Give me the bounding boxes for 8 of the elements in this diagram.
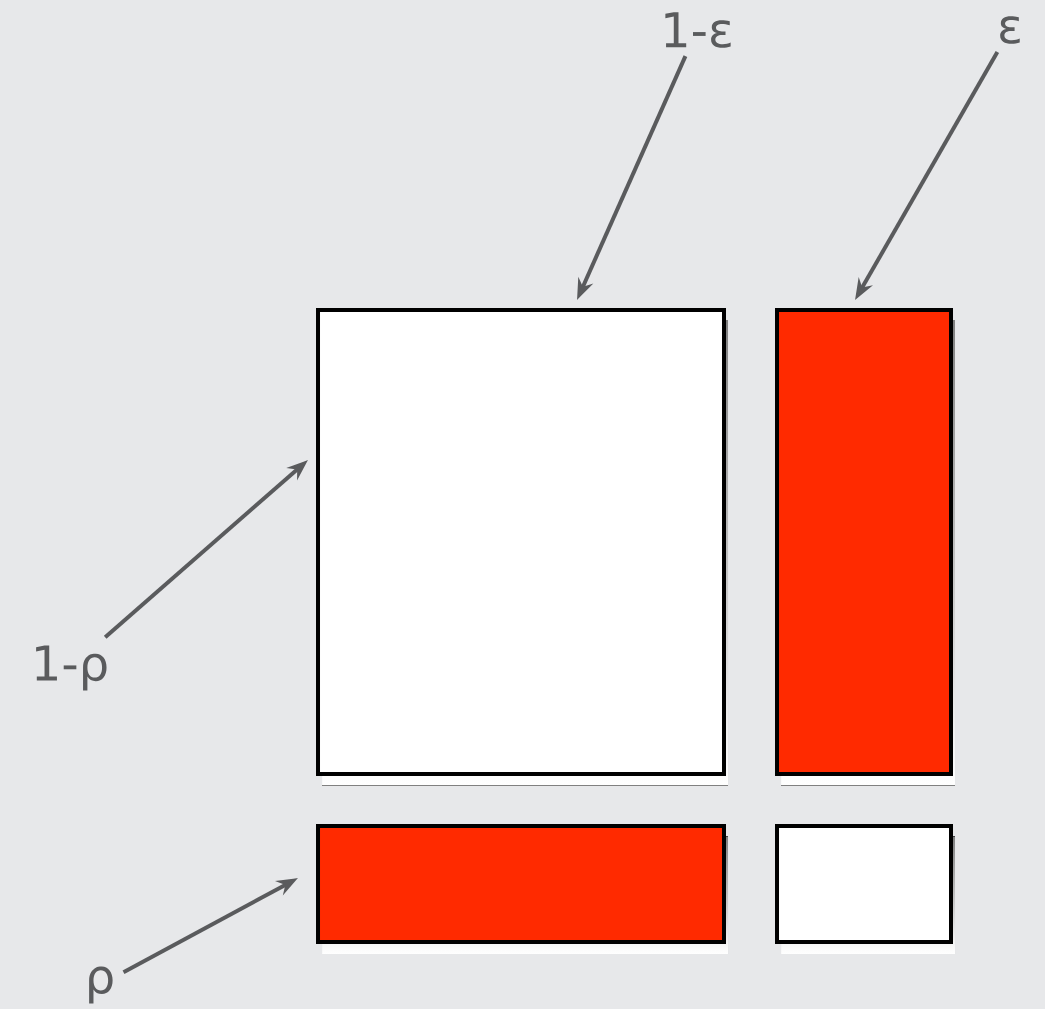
matrix-block bbox=[775, 824, 955, 954]
matrix-block bbox=[316, 308, 728, 786]
math-label: ρ bbox=[89, 966, 113, 1004]
math-label: 1-ε bbox=[665, 12, 731, 48]
matrix-block bbox=[775, 308, 955, 786]
math-label: 1-ρ bbox=[36, 645, 107, 691]
matrix-block bbox=[316, 824, 728, 954]
math-label: ε bbox=[1000, 16, 1020, 44]
